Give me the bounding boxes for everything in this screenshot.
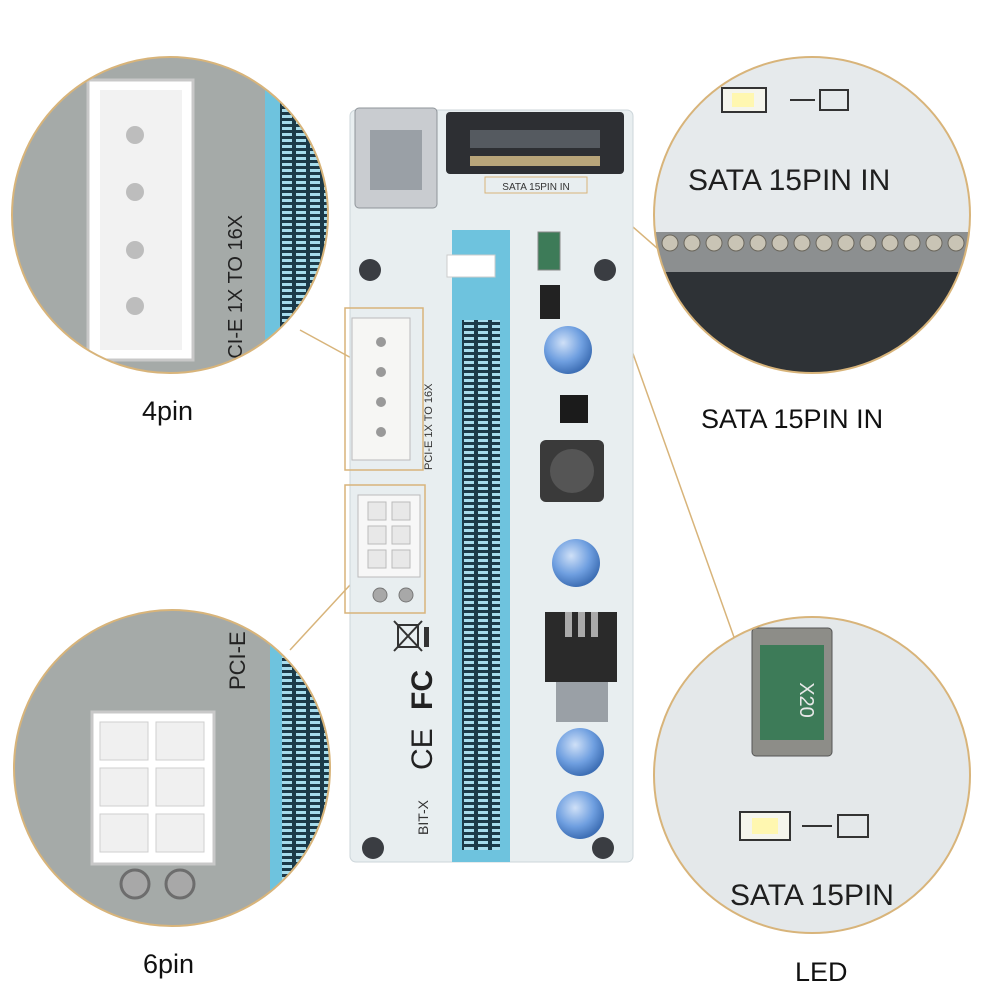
brand-mark: BIT-X [415, 799, 431, 835]
riser-board: SATA 15PIN IN [344, 107, 634, 863]
zoom-6pin: PCI-E [13, 609, 331, 927]
capacitor [544, 326, 592, 374]
zoom-6pin-silkscreen: PCI-E [225, 631, 250, 690]
board-silkscreen: PCI-E 1X TO 16X [423, 383, 435, 470]
fuse-code: X20 [795, 682, 817, 718]
zoom-led: X20 SATA 15PIN [653, 616, 971, 934]
capacitor [552, 539, 600, 587]
fcc-mark: FC [406, 670, 439, 710]
capacitor [556, 728, 604, 776]
caption-4pin: 4pin [142, 396, 194, 426]
caption-sata-in: SATA 15PIN IN [701, 404, 884, 434]
sata-silkscreen: SATA 15PIN IN [502, 182, 569, 193]
zoom-4pin: PCI-E 1X TO 16X [11, 56, 329, 374]
weee-bin-icon [393, 620, 423, 652]
ce-mark: CE [406, 728, 439, 770]
fuse [537, 231, 561, 271]
zoom-4pin-silkscreen: PCI-E 1X TO 16X [225, 215, 247, 372]
zoom-sata-silkscreen: SATA 15PIN IN [688, 164, 890, 197]
zoom-led-silkscreen: SATA 15PIN [730, 879, 894, 912]
zoom-sata: SATA 15PIN IN [653, 56, 971, 374]
caption-6pin: 6pin [143, 949, 195, 979]
caption-led: LED [795, 957, 848, 987]
pcie-6pin-connector [357, 494, 421, 578]
capacitor [556, 791, 604, 839]
